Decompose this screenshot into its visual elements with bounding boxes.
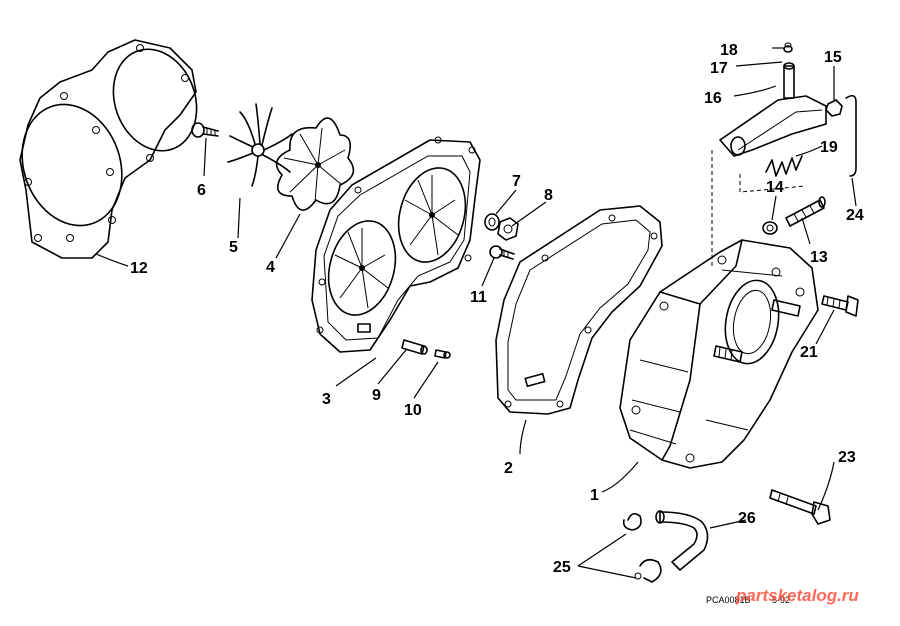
pump-body-3 <box>311 136 481 353</box>
pin-9 <box>401 339 428 355</box>
washer-7 <box>484 213 500 231</box>
callout-18: 18 <box>720 42 738 59</box>
pump-housing-1 <box>619 150 819 469</box>
callout-15: 15 <box>824 49 842 66</box>
callout-2: 2 <box>504 460 513 477</box>
rod-24 <box>845 94 857 177</box>
impeller-5 <box>227 103 293 187</box>
screw-11 <box>489 245 515 260</box>
callout-12: 12 <box>130 260 148 277</box>
valve-plate-4 <box>275 117 355 211</box>
callout-19: 19 <box>820 139 838 156</box>
spring-19 <box>739 155 807 193</box>
callout-9: 9 <box>372 387 381 404</box>
callout-5: 5 <box>229 239 238 256</box>
bolt-23 <box>769 489 831 525</box>
callout-26: 26 <box>738 510 756 527</box>
callout-14: 14 <box>766 179 784 196</box>
callout-6: 6 <box>197 182 206 199</box>
screw-21 <box>821 295 859 317</box>
drawing-code: PCA0081B <box>706 595 751 605</box>
pivot-17 <box>783 62 795 99</box>
gasket-2 <box>495 205 663 415</box>
callout-7: 7 <box>512 173 521 190</box>
callout-8: 8 <box>544 187 553 204</box>
callout-21: 21 <box>800 344 818 361</box>
watermark: partsketalog.ru <box>735 586 859 605</box>
arm-16 <box>719 95 827 157</box>
nut-15 <box>825 99 843 117</box>
callout-25: 25 <box>553 559 571 576</box>
callout-numbers: 12 6 5 4 3 9 10 7 8 11 2 1 21 23 26 25 1… <box>130 42 864 576</box>
head-gasket-12 <box>19 39 198 259</box>
hose-26 <box>655 510 709 571</box>
callout-3: 3 <box>322 391 331 408</box>
callout-17: 17 <box>710 60 728 77</box>
clamp-25 <box>622 512 662 583</box>
callout-13: 13 <box>810 249 828 266</box>
leader-lines <box>95 47 857 579</box>
callout-23: 23 <box>838 449 856 466</box>
screw-6 <box>191 122 219 138</box>
stud-13 <box>785 196 826 227</box>
callout-10: 10 <box>404 402 422 419</box>
nut-8 <box>497 217 519 241</box>
drawing-date: 5-92 <box>772 595 790 605</box>
screw-10 <box>434 349 451 359</box>
callout-11: 11 <box>470 289 487 306</box>
cap-18 <box>783 42 793 53</box>
callout-4: 4 <box>266 259 275 276</box>
callout-16: 16 <box>704 90 722 107</box>
bushing-14 <box>762 221 778 235</box>
callout-1: 1 <box>590 487 599 504</box>
callout-24: 24 <box>846 207 864 224</box>
